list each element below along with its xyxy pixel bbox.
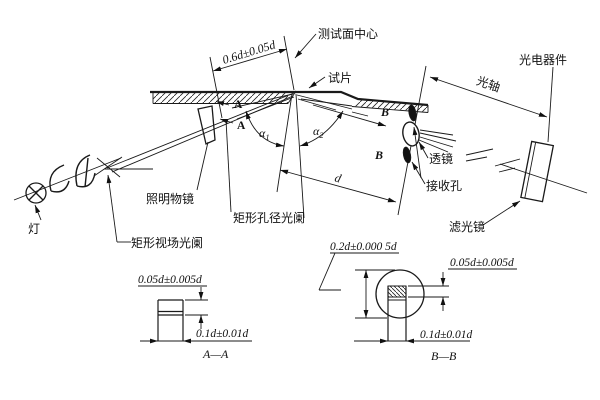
dimension-d [279,169,397,203]
label-optical-axis: 光轴 [475,73,503,95]
label-rect-field-stop: 矩形视场光阑 [131,235,203,250]
bb-height-dim: 0.05d±0.005d [450,257,514,269]
label-rect-aperture-stop: 矩形孔径光阑 [233,210,305,225]
illumination-objective-icon [197,105,216,145]
label-lamp: 灯 [28,222,40,236]
lamp-icon [13,157,122,204]
section-marker-b-upper: B [380,105,389,119]
section-marker-a-lower: A [237,120,246,132]
label-receiving-aperture: 接收孔 [426,178,462,193]
label-photodetector: 光电器件 [519,53,567,67]
dim-text-d: d [333,170,344,185]
lens-icon [402,121,420,147]
surface-normals [276,93,305,219]
section-marker-b-lower: B [374,148,383,162]
section-detail-aa [138,285,252,344]
reflected-beam [296,94,387,127]
dim-text-0-6d: 0.6d±0.05d [221,37,278,67]
specimen-plate-left [150,90,296,104]
label-test-surface-center: 测试面中心 [318,26,378,41]
dimension-0-6d [212,35,295,91]
leader-lines [34,33,521,243]
main-view [13,33,588,243]
label-lens: 透镜 [429,151,453,166]
angle-arcs [245,110,344,148]
label-specimen: 试片 [328,70,352,85]
aa-width-dim: 0.1d±0.01d [196,328,249,340]
aa-height-dim: 0.05d±0.005d [138,274,202,286]
condenser-lenses-icon [49,154,96,193]
section-marker-a-upper: A [234,99,243,111]
receiving-aperture-top-icon [408,104,417,122]
label-illumination-objective: 照明物镜 [146,191,194,206]
bb-diameter-dim: 0.2d±0.000 5d [330,241,397,253]
bb-title: B—B [431,349,457,363]
text-layer: 灯 照明物镜 矩形孔径光阑 矩形视场光阑 测试面中心 试片 光电器件 光轴 透镜… [28,26,567,363]
dim-text-alpha1: α1 [259,126,270,142]
bb-width-dim: 0.1d±0.01d [420,329,473,341]
section-plane-a [209,56,234,124]
filter-and-detector [499,66,588,203]
aa-title: A—A [202,347,229,361]
specimen-plate-right [295,90,429,113]
dimension-optical-axis [429,76,548,118]
filter-icon [520,140,555,203]
section-detail-bb [318,252,517,344]
receiving-aperture-bottom-icon [402,146,412,164]
label-filter: 滤光镜 [449,219,485,234]
dim-text-alpha2: α2 [313,124,324,140]
